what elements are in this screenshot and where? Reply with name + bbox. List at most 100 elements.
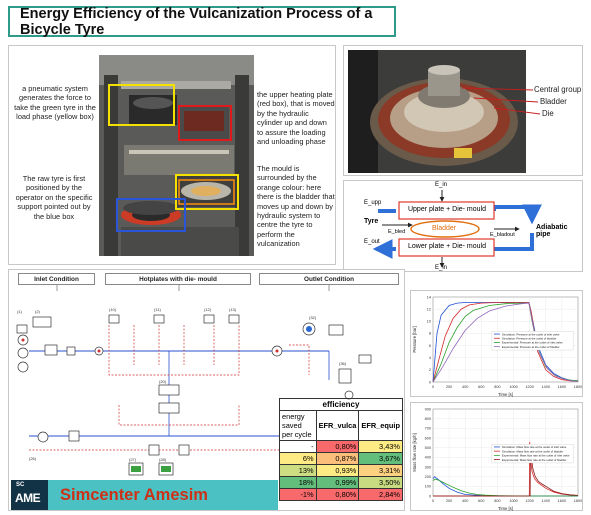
label-central-group: Central group xyxy=(534,85,582,94)
cell-equip: 3,31% xyxy=(358,464,403,477)
table-row: 6%0,87%3,67% xyxy=(279,452,403,465)
x-tick-label: 200 xyxy=(446,499,452,503)
logo-ame-text: AME xyxy=(15,491,41,505)
x-tick-label: 1800 xyxy=(574,499,582,503)
cell-vulca: 0,99% xyxy=(315,476,360,489)
cell-equip: 3,43% xyxy=(358,440,403,453)
legend-entry: Experimental: Mass flow rate at the outl… xyxy=(502,454,570,458)
series-line xyxy=(432,478,578,497)
y-tick-label: 900 xyxy=(425,407,431,411)
lower-plate-box: Lower plate + Die- mould xyxy=(407,243,486,250)
legend-entry: Simulation: Pressure at the outlet of bl… xyxy=(502,336,556,340)
legend-entry: Experimental: Mass flow rate at the outl… xyxy=(502,458,567,462)
caption-heating-plate: the upper heating plate (red box), that … xyxy=(257,90,335,147)
amesim-circuit-diagram: (1)(2)(10) (11)(12)(13) (20)(32)(36) (26… xyxy=(16,285,372,476)
amesim-model-panel: Inlet Condition Hotplates with die- moul… xyxy=(8,269,405,511)
legend-entry: Simulation: Mass flow rate at the outlet… xyxy=(502,449,563,453)
efficiency-table: efficiency energy saved per cycle EFR_vu… xyxy=(279,398,403,501)
legend-box xyxy=(491,331,574,351)
series-line xyxy=(432,302,579,383)
y-tick-label: 500 xyxy=(425,446,431,450)
svg-text:(10): (10) xyxy=(109,307,117,312)
y-tick-label: 0 xyxy=(429,380,431,384)
y-tick-label: 10 xyxy=(427,320,431,324)
label-e-bladout: E_bladout xyxy=(490,232,515,238)
x-tick-label: 1000 xyxy=(509,385,517,389)
section-hotplates: Hotplates with die- mould xyxy=(105,273,251,285)
section-outlet-condition: Outlet Condition xyxy=(259,273,399,285)
y-tick-label: 14 xyxy=(427,295,431,299)
adiabatic-pipe-label: Adiabatic pipe xyxy=(536,224,568,238)
logo-name: Simcenter Amesim xyxy=(48,480,278,510)
label-e-upp: E_upp xyxy=(364,200,382,206)
page-title: Energy Efficiency of the Vulcanization P… xyxy=(8,6,396,38)
legend-box xyxy=(491,444,574,464)
series-line xyxy=(432,302,579,383)
x-tick-label: 800 xyxy=(494,385,500,389)
x-tick-label: 1400 xyxy=(542,499,550,503)
legend-entry: Experimental: Pressure at the outlet of … xyxy=(502,345,560,349)
bladder-node: Bladder xyxy=(432,225,457,232)
y-tick-label: 800 xyxy=(425,417,431,421)
table-row: -0,80%3,43% xyxy=(279,440,403,453)
cell-equip: 3,50% xyxy=(358,476,403,489)
y-tick-label: 0 xyxy=(429,494,431,498)
x-tick-label: 1000 xyxy=(509,499,517,503)
svg-text:(26): (26) xyxy=(29,456,37,461)
x-tick-label: 1600 xyxy=(558,499,566,503)
label-e-bled: E_bled xyxy=(388,229,406,235)
schematic-diagram xyxy=(372,190,542,268)
cell-saved: 6% xyxy=(279,452,317,465)
y-axis-label: Pressure [bar] xyxy=(412,326,417,352)
y-tick-label: 200 xyxy=(425,475,431,479)
x-tick-label: 1200 xyxy=(525,499,533,503)
x-tick-label: 400 xyxy=(462,499,468,503)
label-tyre: Tyre xyxy=(364,218,379,225)
cell-saved: 13% xyxy=(279,464,317,477)
svg-text:(13): (13) xyxy=(229,307,237,312)
upper-plate-box: Upper plate + Die- mould xyxy=(407,206,486,213)
cell-saved: - xyxy=(279,440,317,453)
svg-text:(32): (32) xyxy=(309,315,317,320)
x-tick-label: 1600 xyxy=(558,385,566,389)
cell-equip: 2,84% xyxy=(358,488,403,501)
die-photo xyxy=(348,50,526,173)
y-tick-label: 100 xyxy=(425,485,431,489)
y-tick-label: 6 xyxy=(429,344,431,348)
table-row: -1%0,80%2,84% xyxy=(279,488,403,501)
label-e-in-top: E_in xyxy=(435,182,448,188)
x-tick-label: 1800 xyxy=(574,385,582,389)
caption-raw-tyre: The raw tyre is first positioned by the … xyxy=(15,174,93,221)
svg-text:(1): (1) xyxy=(17,309,23,314)
table-row: 18%0,99%3,50% xyxy=(279,476,403,489)
cell-vulca: 0,93% xyxy=(315,464,360,477)
x-tick-label: 600 xyxy=(478,385,484,389)
caption-pneumatic-system: a pneumatic system generates the force t… xyxy=(14,84,96,122)
label-e-in-bottom: E_in xyxy=(435,265,448,271)
caption-mould: The mould is surrounded by the orange co… xyxy=(257,164,335,249)
y-tick-label: 600 xyxy=(425,436,431,440)
x-tick-label: 400 xyxy=(462,385,468,389)
machine-photo-panel: a pneumatic system generates the force t… xyxy=(8,45,336,265)
x-tick-label: 800 xyxy=(494,499,500,503)
y-tick-label: 4 xyxy=(429,356,431,360)
svg-text:(12): (12) xyxy=(204,307,212,312)
cell-vulca: 0,87% xyxy=(315,452,360,465)
y-tick-label: 300 xyxy=(425,465,431,469)
label-die: Die xyxy=(542,109,554,118)
y-tick-label: 2 xyxy=(429,368,431,372)
simcenter-amesim-logo: SC AME Simcenter Amesim xyxy=(11,480,278,510)
svg-text:(20): (20) xyxy=(159,379,167,384)
mass-flow-chart-panel: 0 200 400 600 800 1000 1200 1400 1600 1800 0 100 200… xyxy=(410,402,583,511)
label-e-out: E_out xyxy=(364,239,380,245)
mass-flow-chart: 0 200 400 600 800 1000 1200 1400 1600 1800 0 100 200… xyxy=(412,407,582,511)
x-tick-label: 1400 xyxy=(542,385,550,389)
x-tick-label: 200 xyxy=(446,385,452,389)
x-tick-label: 0 xyxy=(432,499,434,503)
cell-saved: 18% xyxy=(279,476,317,489)
x-axis-label: Time [s] xyxy=(498,392,513,397)
efficiency-rows: -0,80%3,43%6%0,87%3,67%13%0,93%3,31%18%0… xyxy=(279,440,403,501)
svg-text:(28): (28) xyxy=(159,457,167,462)
